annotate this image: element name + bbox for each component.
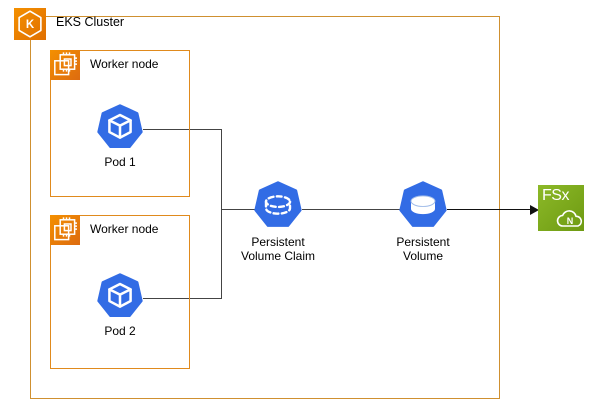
worker-node-2-group <box>50 215 190 369</box>
connector-junction-to-pvc <box>221 209 255 210</box>
connector-pvc-to-pv <box>302 209 400 210</box>
pvc-label-line1: Persistent <box>251 235 305 249</box>
fsx-cloud-icon: N <box>555 209 583 229</box>
arrowhead-icon <box>530 205 539 215</box>
pod-2-icon <box>97 273 143 319</box>
pod-2-label: Pod 2 <box>104 324 136 338</box>
worker-node-1-label: Worker node <box>90 57 159 71</box>
cluster-title: EKS Cluster <box>56 15 125 29</box>
worker-node-icon <box>50 215 80 245</box>
worker-node-2-label: Worker node <box>90 222 159 236</box>
connector-pod1-to-junction <box>143 129 221 130</box>
eks-cluster-group <box>30 16 500 399</box>
pod-1-label: Pod 1 <box>104 155 136 169</box>
pvc-label-line2: Volume Claim <box>240 249 316 263</box>
persistent-volume-icon <box>399 181 447 229</box>
connector-pod2-to-junction <box>143 298 221 299</box>
fsx-cloud-letter: N <box>567 216 574 226</box>
fsx-icon: FSx N <box>538 185 584 231</box>
pvc-label: Persistent Volume Claim <box>218 235 338 263</box>
fsx-label: FSx <box>542 187 569 204</box>
pv-label-line1: Persistent <box>396 235 450 249</box>
worker-node-icon <box>50 50 80 80</box>
pod-1-icon <box>97 104 143 150</box>
eks-icon-letter: K <box>26 19 35 31</box>
eks-cluster-icon: K <box>14 8 46 40</box>
connector-junction-vertical <box>221 129 222 299</box>
pv-label-line2: Volume <box>402 249 444 263</box>
worker-node-1-group <box>50 50 190 197</box>
pv-label: Persistent Volume <box>363 235 483 263</box>
connector-pv-to-fsx <box>447 209 531 210</box>
persistent-volume-claim-icon <box>254 181 302 229</box>
